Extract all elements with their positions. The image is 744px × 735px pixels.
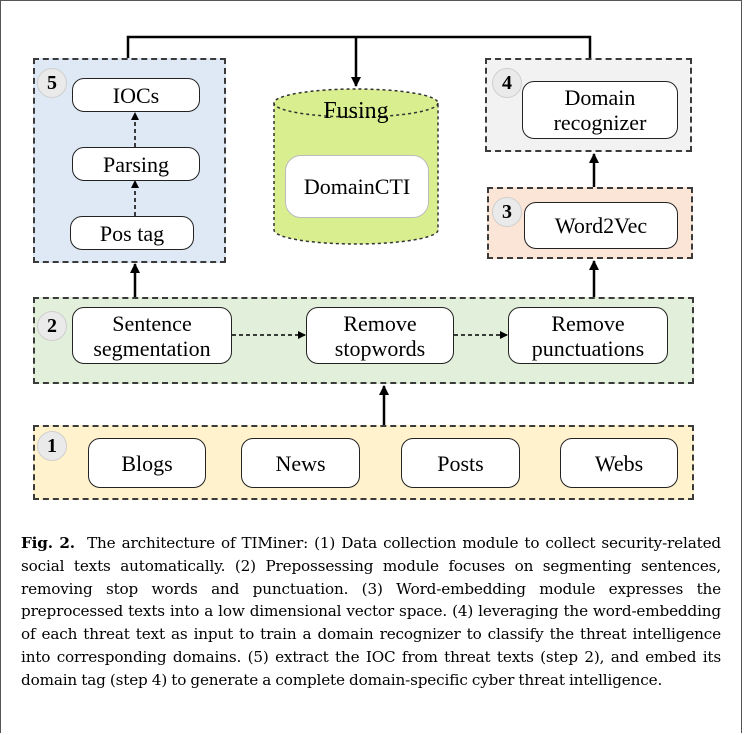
node-blogs: Blogs (88, 438, 206, 488)
node-word2vec: Word2Vec (524, 202, 678, 249)
caption-text: The architecture of TIMiner: (1) Data co… (21, 534, 721, 689)
badge-5: 5 (37, 68, 67, 98)
node-sentence-segmentation: Sentence segmentation (72, 307, 232, 364)
node-domain-recognizer: Domain recognizer (522, 81, 678, 139)
badge-1: 1 (37, 431, 67, 461)
node-news: News (241, 438, 360, 488)
fusing-title: Fusing (323, 98, 389, 124)
node-parsing: Parsing (72, 147, 200, 181)
node-webs: Webs (560, 438, 678, 488)
node-posts: Posts (401, 438, 520, 488)
node-pos-tag: Pos tag (70, 216, 194, 250)
badge-2: 2 (37, 311, 67, 341)
fusing-input-connector (126, 35, 592, 87)
caption-label: Fig. 2. (21, 534, 75, 552)
node-domaincti: DomainCTI (285, 155, 429, 218)
figure-caption: Fig. 2. The architecture of TIMiner: (1)… (21, 532, 721, 692)
badge-4: 4 (492, 68, 522, 98)
node-remove-stopwords: Remove stopwords (306, 307, 454, 364)
badge-3: 3 (492, 197, 522, 227)
node-iocs: IOCs (72, 78, 200, 112)
node-remove-punctuations: Remove punctuations (508, 307, 668, 364)
